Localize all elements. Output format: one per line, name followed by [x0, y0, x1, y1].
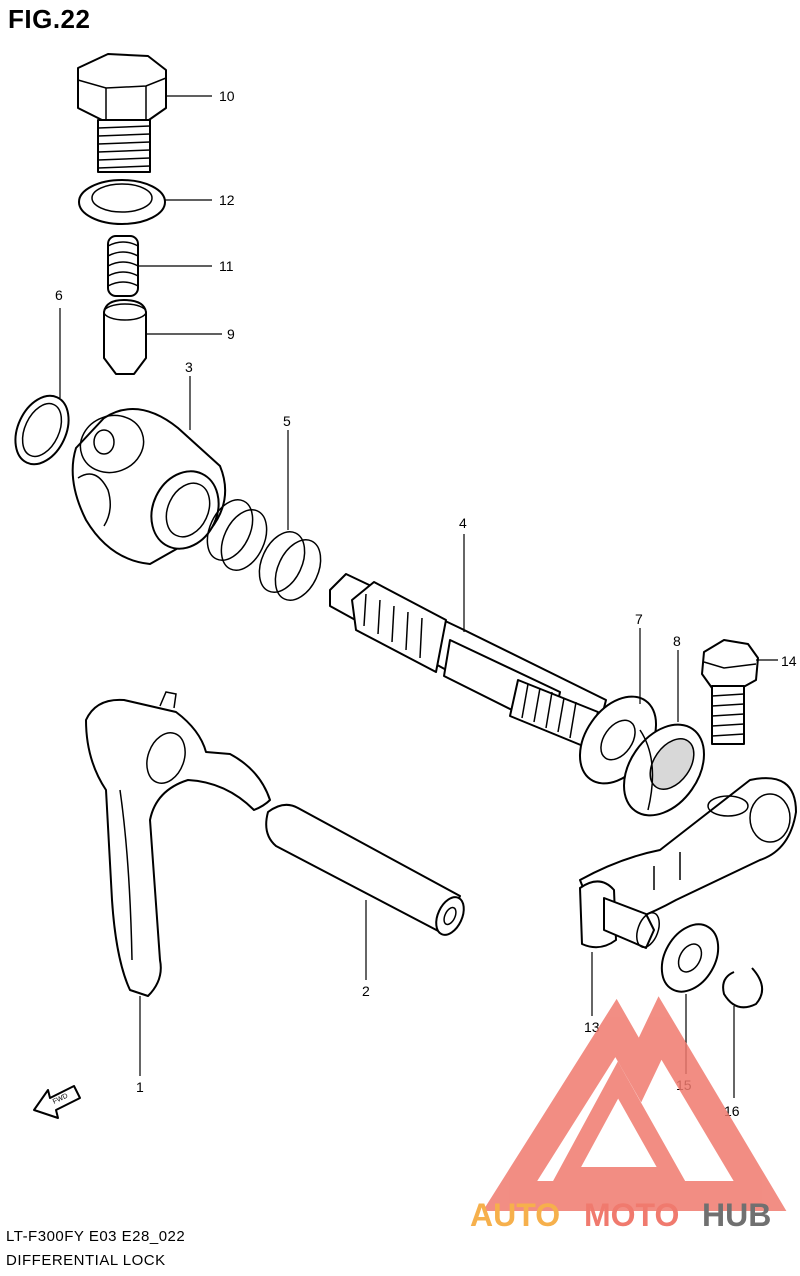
watermark-text-auto: AUTO: [470, 1197, 560, 1233]
watermark-text-hub: HUB: [702, 1197, 771, 1233]
part-15-washer: [660, 923, 720, 993]
part-1-fork: [85, 691, 271, 997]
callout-2: 2: [362, 983, 370, 999]
callout-6: 6: [55, 287, 63, 303]
callout-12: 12: [219, 192, 235, 208]
watermark-logo: [482, 996, 787, 1211]
fwd-arrow: FWD: [33, 1085, 81, 1119]
part-11-spring: [107, 235, 139, 297]
callout-5: 5: [283, 413, 291, 429]
part-2-pin: [265, 803, 465, 936]
part-3-sleeve: [71, 408, 227, 565]
leader-lines: [59, 95, 778, 1098]
callout-4: 4: [459, 515, 467, 531]
callout-11: 11: [219, 258, 234, 274]
part-6-ring: [14, 394, 70, 466]
part-8-nut: [623, 723, 705, 817]
callout-14: 14: [781, 653, 797, 669]
callout-9: 9: [227, 326, 235, 342]
part-12-washer: [78, 179, 166, 225]
part-16-eclip: [722, 967, 763, 1009]
callout-10: 10: [219, 88, 235, 104]
model-code-line: LT-F300FY E03 E28_022: [6, 1228, 186, 1245]
callout-7: 7: [635, 611, 643, 627]
part-5-spring: [206, 499, 322, 601]
part-9-plunger: [103, 299, 147, 375]
callout-13: 13: [584, 1019, 600, 1035]
callout-3: 3: [185, 359, 193, 375]
callout-1: 1: [136, 1079, 144, 1095]
part-13-lever: [579, 777, 797, 949]
part-14-bolt: [701, 639, 759, 745]
watermark-text-moto: MOTO: [584, 1197, 679, 1233]
part-10-bolt: [77, 53, 167, 173]
callout-8: 8: [673, 633, 681, 649]
figure-title: FIG.22: [8, 4, 91, 34]
watermark-wordmark: AUTO MOTO HUB: [470, 1197, 771, 1233]
part-4-shaft: [329, 573, 607, 749]
diagram-caption: DIFFERENTIAL LOCK: [6, 1252, 166, 1269]
